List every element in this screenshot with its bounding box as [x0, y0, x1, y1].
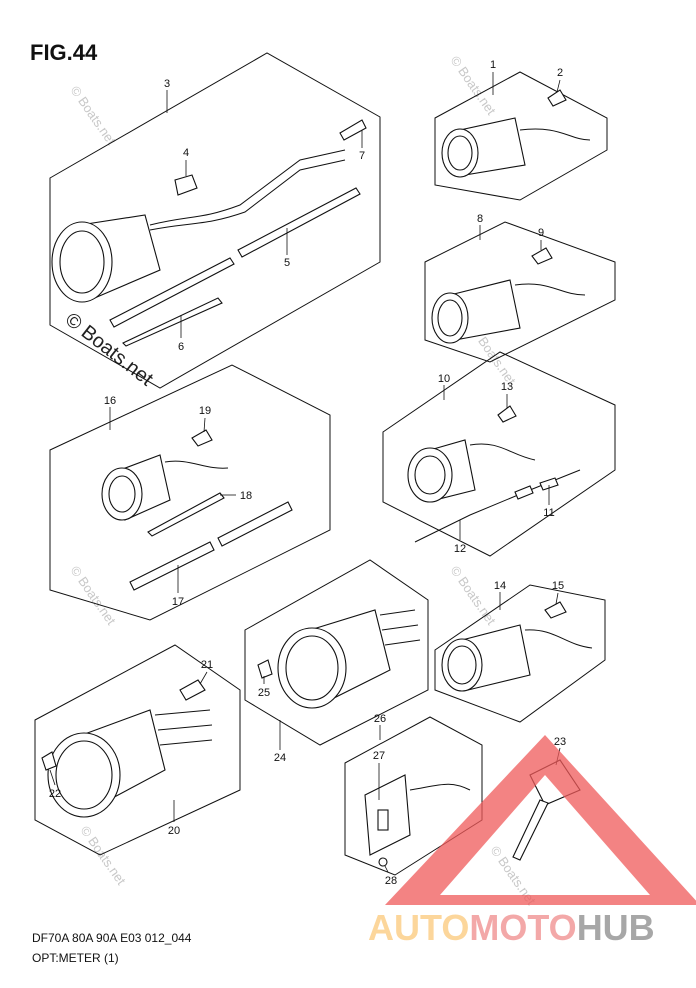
callout-4: 4 — [183, 147, 189, 159]
cable-tie-6 — [122, 297, 223, 347]
group-box-10 — [382, 351, 616, 557]
gauge-20 — [47, 709, 213, 818]
gauge-8 — [431, 279, 586, 344]
callout-16: 16 — [104, 395, 116, 407]
gauge-10 — [407, 439, 536, 503]
callout-3: 3 — [164, 78, 170, 90]
tube-17 — [129, 501, 293, 591]
bulb-9 — [531, 247, 553, 265]
watermark: © Boats.net — [78, 823, 130, 888]
callout-22: 22 — [49, 788, 61, 800]
logo-text-moto: MOTO — [469, 907, 576, 948]
bulb-7 — [339, 119, 367, 141]
watermark: © Boats.net — [68, 83, 120, 148]
group-box-14 — [434, 584, 606, 723]
callout-24: 24 — [274, 752, 286, 764]
callout-23: 23 — [554, 736, 566, 748]
callout-7: 7 — [359, 150, 365, 162]
gauge-14 — [441, 624, 593, 692]
callout-21: 21 — [201, 659, 213, 671]
callout-12: 12 — [454, 543, 466, 555]
callout-8: 8 — [477, 213, 483, 225]
automotohub-logo: AUTOMOTOHUB — [368, 735, 696, 948]
callout-9: 9 — [538, 227, 544, 239]
bulb-25 — [257, 659, 273, 679]
bulb-4 — [174, 174, 198, 196]
gauge-1 — [441, 117, 591, 178]
bulb-22 — [41, 751, 57, 771]
svg-text:AUTOMOTOHUB: AUTOMOTOHUB — [368, 907, 655, 948]
callout-13: 13 — [501, 381, 513, 393]
callout-10: 10 — [438, 373, 450, 385]
gauge-3 — [51, 149, 346, 303]
footer: DF70A 80A 90A E03 012_044 OPT:METER (1) — [32, 928, 191, 968]
group-box-20 — [34, 644, 241, 856]
callout-14: 14 — [494, 580, 506, 592]
cable-tie-18 — [147, 492, 225, 537]
bulb-2 — [547, 89, 567, 107]
callout-27: 27 — [373, 750, 385, 762]
bulb-19 — [191, 429, 213, 447]
switch-27 — [364, 774, 471, 856]
callout-1: 1 — [490, 59, 496, 71]
watermark: © Boats.net — [68, 563, 120, 628]
figure-title: FIG.44 — [30, 40, 98, 65]
gauge-24 — [277, 609, 421, 709]
callout-2: 2 — [557, 67, 563, 79]
leader-lines — [49, 72, 561, 873]
gauge-16 — [101, 454, 229, 521]
logo-text-hub: HUB — [577, 907, 655, 948]
callout-28: 28 — [385, 875, 397, 887]
harness-11-12 — [414, 469, 581, 543]
group-box-3 — [49, 52, 381, 389]
group-box-16 — [49, 364, 331, 621]
callout-26: 26 — [374, 713, 386, 725]
watermark: © Boats.net — [448, 563, 500, 628]
logo-text-auto: AUTO — [368, 907, 469, 948]
group-box-24 — [244, 559, 429, 746]
callout-11: 11 — [543, 507, 554, 519]
bulb-13 — [497, 405, 517, 423]
group-box-1 — [434, 71, 608, 201]
bulb-15 — [544, 601, 567, 619]
callout-6: 6 — [178, 341, 184, 353]
bulb-21 — [179, 679, 206, 701]
callout-17: 17 — [172, 596, 184, 608]
callout-20: 20 — [168, 825, 180, 837]
screw-28 — [378, 857, 388, 867]
callout-25: 25 — [258, 687, 270, 699]
group-box-8 — [424, 221, 616, 363]
diagram-name: OPT:METER (1) — [32, 951, 119, 965]
callout-19: 19 — [199, 405, 211, 417]
model-code: DF70A 80A 90A E03 012_044 — [32, 931, 192, 945]
callout-5: 5 — [284, 257, 290, 269]
tube-5 — [109, 187, 361, 328]
callout-18: 18 — [240, 490, 252, 502]
callout-15: 15 — [552, 580, 564, 592]
